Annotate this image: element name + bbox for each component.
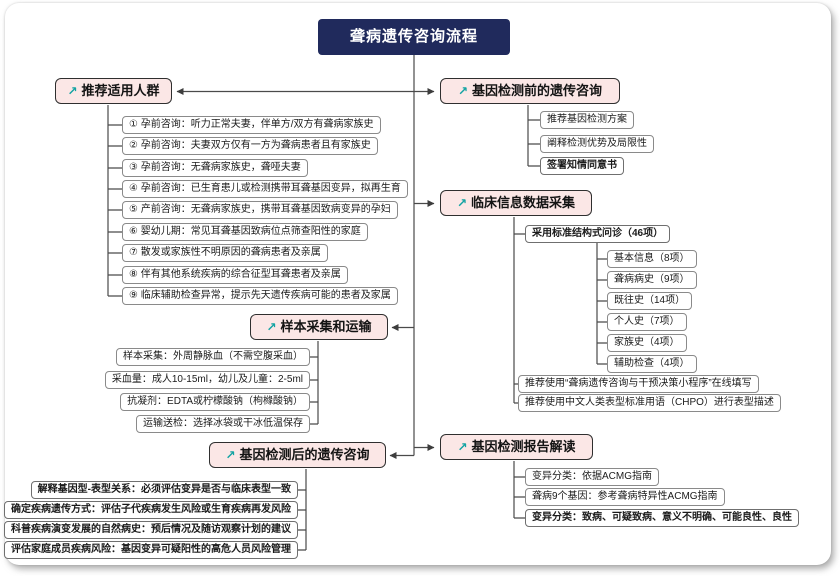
branch-label: 推荐适用人群	[81, 83, 160, 98]
leaf-item[interactable]: ⑤ 产前咨询：无聋病家族史，携带耳聋基因致病变异的孕妇	[122, 201, 398, 219]
branch-label: 样本采集和运输	[280, 319, 372, 334]
leaf-item[interactable]: 样本采集：外周静脉血（不需空腹采血）	[116, 348, 310, 366]
connectors	[107, 55, 607, 551]
leaf-item[interactable]: 聋病9个基因：参考聋病特异性ACMG指南	[525, 488, 725, 506]
leaf-item[interactable]: ⑥ 婴幼儿期：常见耳聋基因致病位点筛查阳性的家庭	[122, 223, 368, 241]
leaf-item[interactable]: ② 孕前咨询：夫妻双方仅有一方为聋病患者且有家族史	[122, 137, 378, 155]
arrow-up-right-icon: ↗	[457, 84, 469, 98]
branch-label: 临床信息数据采集	[471, 195, 576, 210]
arrow-up-right-icon: ↗	[225, 448, 236, 462]
arrow-up-right-icon: ↗	[67, 84, 78, 98]
leaf-item[interactable]: ③ 孕前咨询：无聋病家族史，聋哑夫妻	[122, 159, 308, 177]
leaf-item[interactable]: 辅助检查（4项）	[607, 355, 697, 373]
leaf-item[interactable]: 变异分类：致病、可疑致病、意义不明确、可能良性、良性	[525, 509, 799, 527]
branch-label: 基因检测后的遗传咨询	[239, 447, 370, 462]
arrow-up-right-icon: ↗	[457, 440, 468, 454]
leaf-item[interactable]: 签署知情同意书	[540, 157, 624, 175]
branch-clinical-data-collection[interactable]: ↗ 临床信息数据采集	[440, 190, 592, 216]
leaf-item[interactable]: ① 孕前咨询：听力正常夫妻，伴单方/双方有聋病家族史	[122, 116, 381, 134]
branch-sample-collection-transport[interactable]: ↗ 样本采集和运输	[250, 314, 388, 340]
leaf-item[interactable]: 推荐使用中文人类表型标准用语（CHPO）进行表型描述	[518, 394, 781, 412]
leaf-item[interactable]: ⑨ 临床辅助检查异常，提示先天遗传疾病可能的患者及家属	[122, 287, 398, 305]
leaf-item[interactable]: ⑦ 散发或家族性不明原因的聋病患者及亲属	[122, 244, 328, 262]
branch-post-test-counseling[interactable]: ↗ 基因检测后的遗传咨询	[209, 442, 386, 468]
leaf-structured-interview[interactable]: 采用标准结构式问诊（46项）	[525, 225, 671, 243]
branch-recommended-population[interactable]: ↗ 推荐适用人群	[55, 78, 172, 104]
leaf-item[interactable]: 采血量：成人10-15ml，幼儿及儿童：2-5ml	[104, 371, 310, 389]
leaf-item[interactable]: 科普疾病演变发展的自然病史：预后情况及随访观察计划的建议	[4, 521, 298, 539]
leaf-item[interactable]: 评估家庭成员疾病风险：基因变异可疑阳性的高危人员风险管理	[4, 541, 298, 559]
leaf-item[interactable]: 解释基因型-表型关系：必须评估变异是否与临床表型一致	[30, 481, 298, 499]
branch-label: 基因检测报告解读	[471, 439, 576, 454]
arrow-up-right-icon: ↗	[456, 196, 468, 210]
branch-report-interpretation[interactable]: ↗ 基因检测报告解读	[440, 434, 593, 460]
leaf-item[interactable]: 运输送检：选择冰袋或干冰低温保存	[136, 415, 310, 433]
leaf-item[interactable]: ④ 孕前咨询：已生育患儿或检测携带耳聋基因变异，拟再生育	[122, 180, 408, 198]
leaf-item[interactable]: 基本信息（8项）	[607, 250, 697, 268]
leaf-item[interactable]: 家族史（4项）	[607, 334, 687, 352]
leaf-item[interactable]: 确定疾病遗传方式：评估子代疾病发生风险或生育疾病再发风险	[4, 501, 298, 519]
leaf-item[interactable]: 个人史（7项）	[607, 313, 687, 331]
leaf-item[interactable]: 变异分类：依据ACMG指南	[525, 468, 659, 486]
branch-label: 基因检测前的遗传咨询	[472, 83, 603, 98]
leaf-item[interactable]: 抗凝剂：EDTA或柠檬酸钠（枸橼酸钠）	[120, 393, 310, 411]
root-topic[interactable]: 聋病遗传咨询流程	[318, 19, 510, 55]
leaf-item[interactable]: ⑧ 伴有其他系统疾病的综合征型耳聋患者及亲属	[122, 266, 348, 284]
branch-pre-test-counseling[interactable]: ↗ 基因检测前的遗传咨询	[440, 78, 620, 104]
arrow-up-right-icon: ↗	[266, 320, 277, 334]
leaf-item[interactable]: 阐释检测优势及局限性	[540, 135, 654, 153]
leaf-item[interactable]: 既往史（14项）	[607, 292, 693, 310]
leaf-item[interactable]: 推荐使用“聋病遗传咨询与干预决策小程序”在线填写	[518, 375, 759, 393]
leaf-item[interactable]: 推荐基因检测方案	[540, 111, 634, 129]
leaf-item[interactable]: 聋病病史（9项）	[607, 271, 697, 289]
